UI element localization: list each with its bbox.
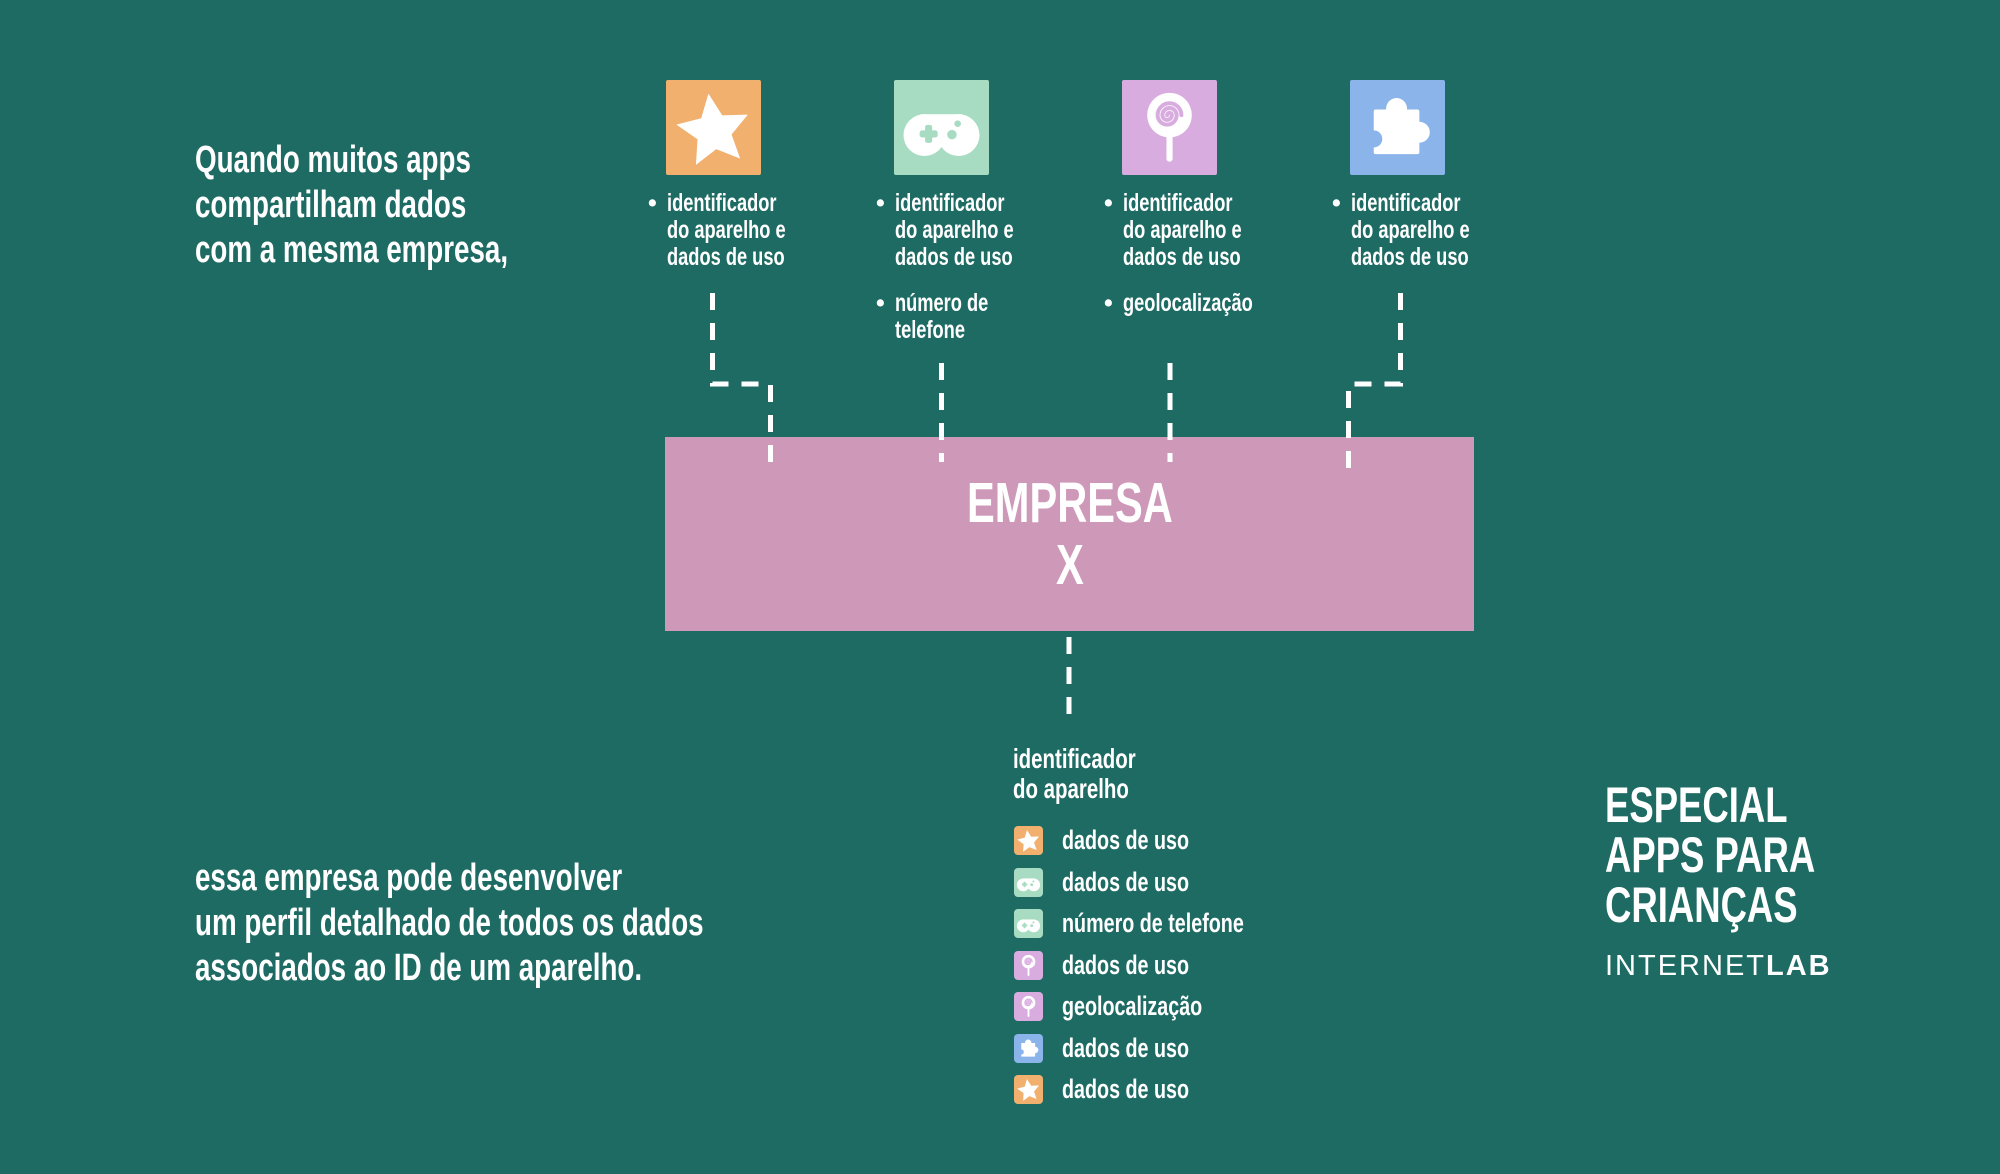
bullet-line: dados de uso (1351, 243, 1469, 271)
profile-row: geolocalização (1014, 992, 1311, 1021)
bullet-line: telefone (895, 316, 965, 344)
star-icon (666, 80, 761, 175)
series-title-line: APPS PARA (1605, 827, 1816, 883)
profile-row-label: dados de uso (1062, 949, 1190, 980)
profile-row: dados de uso (1014, 826, 1311, 855)
bullet-line: dados de uso (1123, 243, 1241, 271)
intro-top-line: compartilham dados (195, 184, 467, 226)
app-data-list-lollipop: • identificador do aparelho e dados de u… (1104, 190, 1339, 317)
intro-bottom-line: essa empresa pode desenvolver (195, 857, 623, 899)
intro-text-bottom: essa empresa pode desenvolver um perfil … (195, 856, 892, 991)
intro-bottom-line: associados ao ID de um aparelho. (195, 947, 643, 989)
puzzle-icon (1014, 1033, 1043, 1063)
bullet-item: • geolocalização (1104, 290, 1339, 317)
bullet-marker: • (1104, 289, 1113, 317)
bullet-line: geolocalização (1123, 289, 1253, 317)
bullet-line: do aparelho e (895, 216, 1014, 244)
intro-top-line: Quando muitos apps (195, 139, 471, 181)
logo-lab: LAB (1766, 950, 1832, 982)
bullet-item: • número de telefone (876, 290, 1111, 344)
profile-row-label: dados de uso (1062, 866, 1190, 897)
bullet-line: identificador (667, 189, 777, 217)
empresa-x-box: EMPRESA X (665, 437, 1474, 631)
app-data-list-gamepad: • identificador do aparelho e dados de u… (876, 190, 1111, 344)
profile-row-label: dados de uso (1062, 1074, 1190, 1104)
logo-internet: INTERNET (1605, 950, 1766, 982)
profile-row: dados de uso (1014, 1075, 1311, 1104)
gamepad-icon (894, 80, 989, 175)
bullet-marker: • (876, 189, 885, 217)
bullet-line: do aparelho e (1351, 216, 1470, 244)
bullet-item: • identificador do aparelho e dados de u… (648, 190, 883, 271)
lollipop-icon (1014, 992, 1043, 1021)
bullet-item: • identificador do aparelho e dados de u… (876, 190, 1111, 271)
company-name-line: X (1055, 533, 1084, 597)
profile-row-label: dados de uso (1062, 825, 1190, 855)
bullet-item: • identificador do aparelho e dados de u… (1104, 190, 1339, 271)
profile-row-label: dados de uso (1062, 1032, 1190, 1063)
bullet-line: dados de uso (895, 243, 1013, 271)
bullet-line: do aparelho e (1123, 216, 1242, 244)
bullet-marker: • (876, 289, 885, 317)
lollipop-icon (1122, 80, 1217, 175)
bullet-marker: • (1332, 189, 1341, 217)
bullet-line: identificador (895, 189, 1005, 217)
bullet-line: dados de uso (667, 243, 785, 271)
profile-row: dados de uso (1014, 949, 1311, 980)
star-icon (1014, 1075, 1043, 1104)
profile-header-line: identificador (1013, 743, 1136, 774)
profile-row: dados de uso (1014, 866, 1311, 897)
bullet-marker: • (1104, 189, 1113, 217)
series-title-line: CRIANÇAS (1605, 877, 1798, 933)
profile-row: dados de uso (1014, 1032, 1311, 1063)
app-data-list-star: • identificador do aparelho e dados de u… (648, 190, 883, 271)
bullet-line: identificador (1123, 189, 1233, 217)
app-data-list-puzzle: • identificador do aparelho e dados de u… (1332, 190, 1567, 271)
profile-rows: dados de uso dados de uso número de tele… (1014, 826, 1311, 1104)
profile-row-label: geolocalização (1062, 991, 1203, 1021)
lollipop-icon (1014, 950, 1043, 980)
bullet-marker: • (648, 189, 657, 217)
bullet-line: identificador (1351, 189, 1461, 217)
star-icon (1014, 826, 1043, 855)
internetlab-logo: INTERNETLAB (1605, 950, 1832, 983)
profile-row-label: número de telefone (1062, 908, 1244, 938)
series-title: ESPECIAL APPS PARA CRIANÇAS (1605, 780, 1893, 930)
gamepad-icon (1014, 867, 1043, 897)
intro-bottom-line: um perfil detalhado de todos os dados (195, 902, 704, 944)
bullet-line: do aparelho e (667, 216, 786, 244)
gamepad-icon (1014, 909, 1043, 938)
profile-header: identificador do aparelho (1013, 744, 1181, 804)
bullet-line: número de (895, 289, 989, 317)
intro-top-line: com a mesma empresa, (195, 229, 509, 271)
bullet-item: • identificador do aparelho e dados de u… (1332, 190, 1567, 271)
empresa-x-label: EMPRESA X (967, 472, 1173, 596)
intro-text-top: Quando muitos apps compartilham dados co… (195, 138, 624, 273)
profile-row: número de telefone (1014, 909, 1311, 938)
series-title-line: ESPECIAL (1605, 777, 1788, 833)
puzzle-icon (1350, 80, 1445, 175)
profile-header-line: do aparelho (1013, 773, 1129, 804)
company-name-line: EMPRESA (966, 471, 1173, 535)
